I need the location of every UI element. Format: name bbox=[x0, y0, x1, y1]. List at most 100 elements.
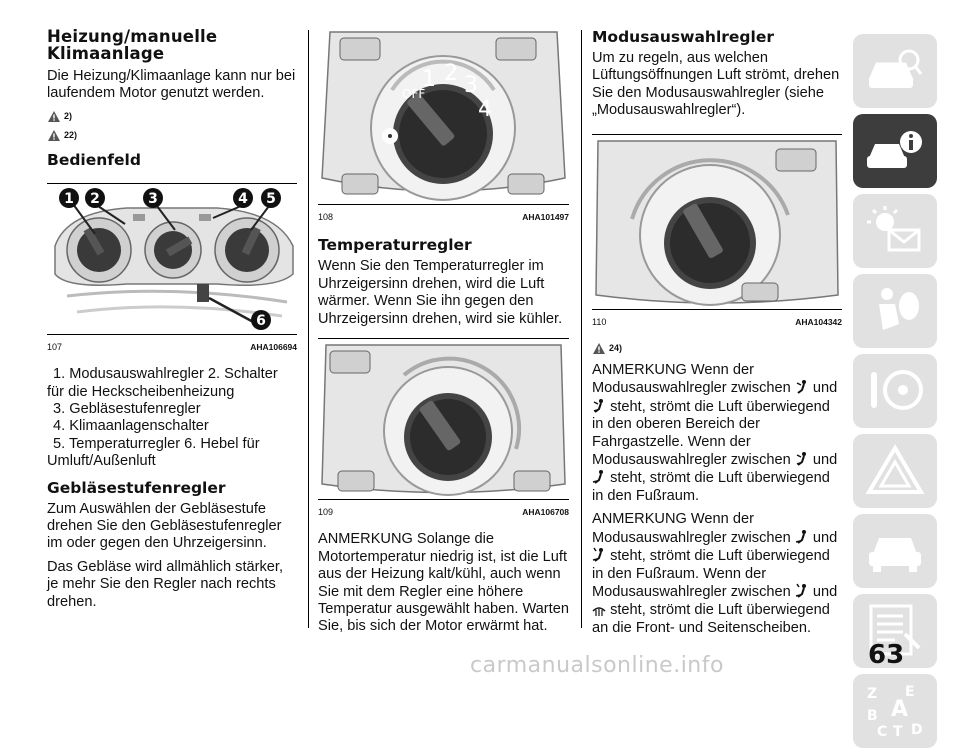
car-service-icon bbox=[869, 538, 921, 572]
fan-icon bbox=[382, 128, 398, 144]
control-panel-illustration: 1 2 3 4 5 6 bbox=[47, 183, 297, 334]
checklist-icon bbox=[869, 604, 921, 656]
figure-caption-107: 107 AHA106694 bbox=[47, 339, 297, 356]
figure-108: OFF 1 2 3 4 bbox=[318, 28, 569, 205]
svg-text:C: C bbox=[877, 724, 887, 738]
warning-icon bbox=[48, 129, 60, 141]
watermark: carmanualsonline.info bbox=[470, 653, 724, 678]
section-heading-temperature: Temperaturregler bbox=[318, 236, 472, 255]
figure-code: AHA104342 bbox=[795, 316, 842, 327]
intro-paragraph: Die Heizung/Klimaanlage kann nur bei lau… bbox=[47, 68, 296, 102]
svg-text:1: 1 bbox=[64, 191, 74, 207]
tab-car-info[interactable] bbox=[853, 114, 937, 188]
temperature-paragraph: Wenn Sie den Temperaturregler im Uhrzeig… bbox=[318, 258, 563, 327]
dial-label-3: 3 bbox=[464, 73, 478, 98]
index-letters-icon: Z E A B C T D bbox=[867, 684, 923, 738]
svg-text:2: 2 bbox=[90, 191, 100, 207]
svg-text:Z: Z bbox=[867, 686, 877, 702]
figure-caption-108: 108 AHA101497 bbox=[318, 209, 569, 226]
face-vent-icon bbox=[796, 380, 806, 395]
tab-warning-lights[interactable] bbox=[853, 194, 937, 268]
foot-defrost-vent-icon bbox=[592, 547, 603, 562]
tab-safety[interactable] bbox=[853, 274, 937, 348]
windshield-defrost-icon bbox=[592, 607, 606, 617]
section-heading-mode: Modusauswahlregler bbox=[592, 28, 774, 46]
mode-dial-illustration bbox=[595, 139, 839, 306]
note-paragraph-2: ANMERKUNG Wenn der Modusauswahlregler zw… bbox=[592, 511, 838, 636]
tab-technical-data[interactable] bbox=[853, 594, 937, 668]
temperature-dial-illustration bbox=[321, 344, 566, 497]
note-paragraph-1: ANMERKUNG Wenn der Modusauswahlregler zw… bbox=[592, 362, 838, 504]
tab-starting-driving[interactable] bbox=[853, 354, 937, 428]
figure-code: AHA106694 bbox=[250, 341, 297, 352]
callout-3: 3 bbox=[143, 187, 163, 208]
figure-caption-110: 110 AHA104342 bbox=[592, 314, 842, 331]
svg-text:4: 4 bbox=[238, 191, 248, 207]
figure-number: 107 bbox=[47, 341, 63, 352]
foot-vent-icon bbox=[795, 529, 806, 544]
svg-text:A: A bbox=[891, 697, 908, 722]
column-middle: OFF 1 2 3 4 108 AHA101497 Temperaturregl… bbox=[318, 28, 569, 642]
warning-icon bbox=[48, 110, 60, 122]
svg-text:B: B bbox=[867, 708, 878, 724]
callout-1: 1 bbox=[59, 187, 79, 208]
car-search-icon bbox=[868, 49, 923, 88]
svg-text:6: 6 bbox=[256, 313, 266, 329]
foot-defrost-vent-icon bbox=[795, 583, 806, 598]
figure-code: AHA101497 bbox=[522, 212, 569, 222]
foot-vent-icon bbox=[592, 470, 603, 485]
figure-107: 1 2 3 4 5 6 bbox=[47, 182, 297, 335]
warning-light-mail-icon bbox=[867, 206, 921, 252]
svg-text:5: 5 bbox=[266, 191, 276, 207]
legend-item: 3. Gebläsestufenregler bbox=[53, 401, 201, 418]
column-divider bbox=[581, 30, 582, 628]
face-foot-vent-icon bbox=[593, 398, 603, 413]
dial-label-4: 4 bbox=[478, 97, 492, 122]
column-right: Modusauswahlregler Um zu regeln, aus wel… bbox=[592, 28, 842, 643]
figure-110 bbox=[592, 133, 842, 310]
warning-ref-24[interactable]: 24) bbox=[592, 341, 842, 356]
steering-wheel-key-icon bbox=[871, 370, 923, 410]
dial-label-1: 1 bbox=[422, 67, 436, 92]
figure-number: 110 bbox=[592, 316, 607, 327]
warning-ref-22[interactable]: 22) bbox=[47, 128, 297, 143]
callout-2: 2 bbox=[85, 187, 105, 208]
svg-text:T: T bbox=[893, 724, 903, 738]
tab-emergency[interactable] bbox=[853, 434, 937, 508]
legend-item: 5. Temperaturregler 6. Hebel für Umluft/… bbox=[47, 435, 260, 470]
chapter-tabs: Z E A B C T D bbox=[853, 34, 937, 754]
callout-5: 5 bbox=[261, 187, 281, 208]
tab-maintenance[interactable] bbox=[853, 514, 937, 588]
page-number: 63 bbox=[868, 640, 905, 670]
section-heading-bedienfeld: Bedienfeld bbox=[47, 150, 141, 169]
dial-label-off: OFF bbox=[402, 87, 425, 101]
tab-car-search[interactable] bbox=[853, 34, 937, 108]
page-title: Heizung/manuelle Klimaanlage bbox=[47, 27, 218, 63]
airbag-person-icon bbox=[879, 288, 919, 330]
legend-item: 1. Modusauswahlregler 2. Schalter für di… bbox=[47, 366, 278, 400]
column-left: Heizung/manuelle Klimaanlage Die Heizung… bbox=[47, 28, 297, 617]
figure-code: AHA106708 bbox=[522, 507, 569, 518]
legend-list: 1. Modusauswahlregler 2. Schalter für di… bbox=[47, 366, 297, 470]
figure-number: 108 bbox=[318, 212, 334, 222]
car-info-icon bbox=[867, 131, 922, 168]
callout-4: 4 bbox=[233, 187, 253, 208]
face-foot-vent-icon bbox=[796, 452, 806, 466]
warning-icon bbox=[593, 343, 605, 355]
fan-paragraph-1: Zum Auswählen der Gebläsestufe drehen Si… bbox=[47, 500, 282, 552]
warning-triangle-icon bbox=[865, 444, 925, 494]
fan-dial-illustration: OFF 1 2 3 4 bbox=[321, 31, 566, 201]
figure-caption-109: 109 AHA106708 bbox=[318, 504, 569, 521]
fan-paragraph-2: Das Gebläse wird allmählich stärker, je … bbox=[47, 558, 284, 610]
section-heading-fan: Gebläsestufenregler bbox=[47, 478, 226, 497]
figure-number: 109 bbox=[318, 507, 334, 518]
dial-label-2: 2 bbox=[444, 61, 458, 86]
mode-paragraph: Um zu regeln, aus welchen Lüftungsöffnun… bbox=[592, 50, 840, 119]
tab-index[interactable]: Z E A B C T D bbox=[853, 674, 937, 748]
svg-text:D: D bbox=[911, 722, 923, 738]
figure-109 bbox=[318, 338, 569, 501]
warning-ref-2[interactable]: 2) bbox=[47, 109, 297, 124]
callout-6: 6 bbox=[251, 309, 271, 330]
legend-item: 4. Klimaanlagenschalter bbox=[53, 418, 209, 435]
note-paragraph: ANMERKUNG Solange die Motortemperatur ni… bbox=[318, 531, 569, 635]
